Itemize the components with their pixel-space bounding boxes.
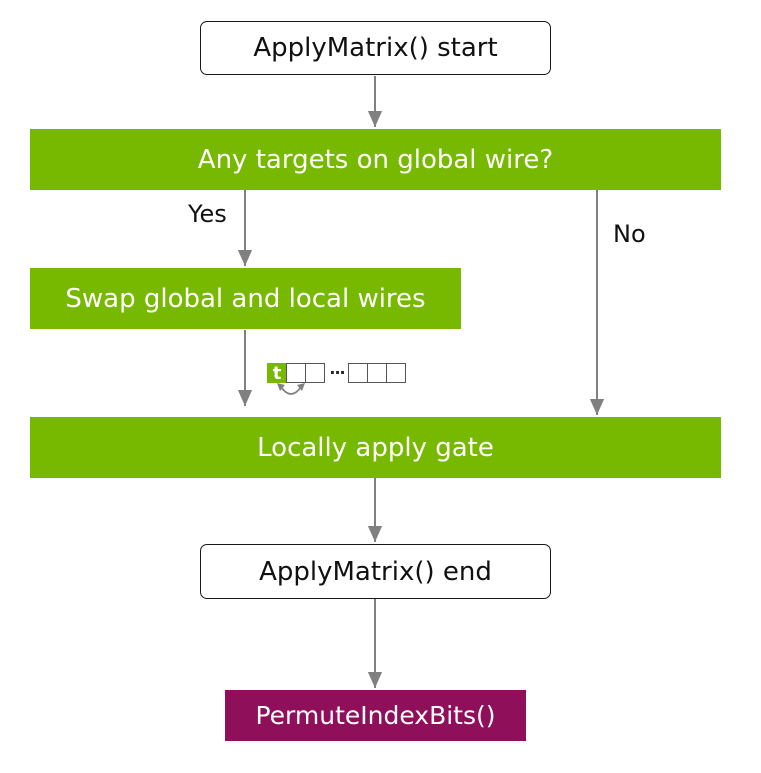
register-cell [286, 363, 306, 383]
register-cell [367, 363, 387, 383]
register-cell [386, 363, 406, 383]
register-ellipsis: ··· [329, 363, 345, 382]
apply-gate-node: Locally apply gate [30, 417, 721, 478]
start-node: ApplyMatrix() start [200, 21, 551, 75]
register-cell [305, 363, 325, 383]
end-node: ApplyMatrix() end [200, 544, 551, 599]
swap-arrowhead-left [277, 383, 285, 391]
qubit-register-diagram: t ··· [267, 362, 406, 384]
swap-node: Swap global and local wires [30, 268, 461, 329]
permute-index-bits-node: PermuteIndexBits() [225, 690, 526, 741]
no-label: No [613, 220, 646, 248]
target-wire-cell: t [267, 363, 287, 384]
swap-arrowhead-right [297, 383, 305, 391]
register-cell [348, 363, 368, 383]
yes-label: Yes [188, 200, 227, 228]
decision-node: Any targets on global wire? [30, 129, 721, 190]
swap-curve-icon [280, 386, 302, 395]
